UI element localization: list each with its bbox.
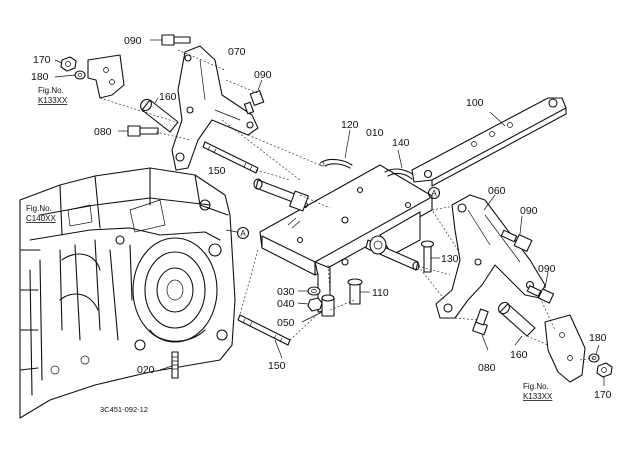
callout-090-top: 090	[124, 35, 142, 47]
ref-k133-right-line1: Fig.No.	[523, 382, 549, 391]
callout-010: 010	[366, 127, 384, 139]
ref-c140-line2: C140XX	[26, 214, 56, 223]
nut-170-left	[60, 56, 77, 72]
bolt-050	[321, 294, 335, 317]
bracket-shaft-left	[253, 178, 309, 212]
callout-180-right: 180	[589, 332, 607, 344]
bolt-090-right-lower	[526, 285, 555, 304]
pin-130	[420, 240, 435, 273]
marker-a-left-text: A	[240, 229, 246, 238]
pin-110	[347, 278, 363, 305]
callout-110: 110	[372, 287, 389, 299]
bolt-090-mid	[243, 90, 265, 115]
callout-090-right-upper: 090	[520, 205, 538, 217]
callout-080-left: 080	[94, 126, 112, 138]
lift-arm-070	[171, 45, 259, 171]
bolt-080-right	[472, 308, 489, 336]
pipe-160-right	[498, 301, 536, 337]
bracket-shaft-right	[365, 235, 420, 271]
callout-060: 060	[488, 185, 506, 197]
stud-020	[171, 351, 179, 379]
washer-180-right	[588, 353, 600, 363]
callout-150-lower: 150	[268, 360, 286, 372]
ref-k133-left-line1: Fig.No.	[38, 86, 64, 95]
left-bracket	[87, 54, 125, 99]
washer-180-left	[74, 70, 86, 80]
callout-020: 020	[137, 364, 155, 376]
right-bracket	[544, 314, 586, 383]
pipe-160-left	[140, 98, 179, 133]
callout-160-right: 160	[510, 349, 528, 361]
callout-090-mid: 090	[254, 69, 272, 81]
callout-130: 130	[441, 253, 459, 265]
callout-170-left: 170	[33, 54, 51, 66]
callout-140: 140	[392, 137, 410, 149]
callout-080-right: 080	[478, 362, 496, 374]
marker-a-right-text: A	[431, 189, 437, 198]
main-bracket-010	[259, 164, 433, 313]
nut-040	[307, 297, 323, 312]
callout-160-left: 160	[159, 91, 177, 103]
callout-040: 040	[277, 298, 295, 310]
callout-070: 070	[228, 46, 246, 58]
bolt-090-top	[161, 34, 191, 46]
transmission-case	[19, 167, 236, 419]
stud-150-lower	[237, 314, 291, 346]
callout-170-right: 170	[594, 389, 612, 401]
link-100	[411, 97, 567, 187]
marker-a-right: A	[427, 186, 441, 200]
callout-120: 120	[341, 119, 359, 131]
snap-pin-120	[319, 158, 353, 169]
callout-180-left: 180	[31, 71, 49, 83]
drawing-code: 3C451-092-12	[100, 405, 148, 414]
callout-150-upper: 150	[208, 165, 226, 177]
callout-030: 030	[277, 286, 295, 298]
ref-c140-line1: Fig.No.	[26, 204, 52, 213]
marker-a-left: A	[236, 226, 250, 240]
bolt-090-right-upper	[500, 229, 533, 252]
nut-170-right	[596, 362, 613, 378]
stud-150-upper	[202, 141, 259, 174]
washer-030	[307, 286, 321, 296]
callout-090-right-lower: 090	[538, 263, 556, 275]
bolt-080-left	[127, 125, 159, 137]
ref-k133-left-line2: K133XX	[38, 96, 68, 105]
callout-050: 050	[277, 317, 295, 329]
callout-100: 100	[466, 97, 484, 109]
ref-k133-right-line2: K133XX	[523, 392, 553, 401]
